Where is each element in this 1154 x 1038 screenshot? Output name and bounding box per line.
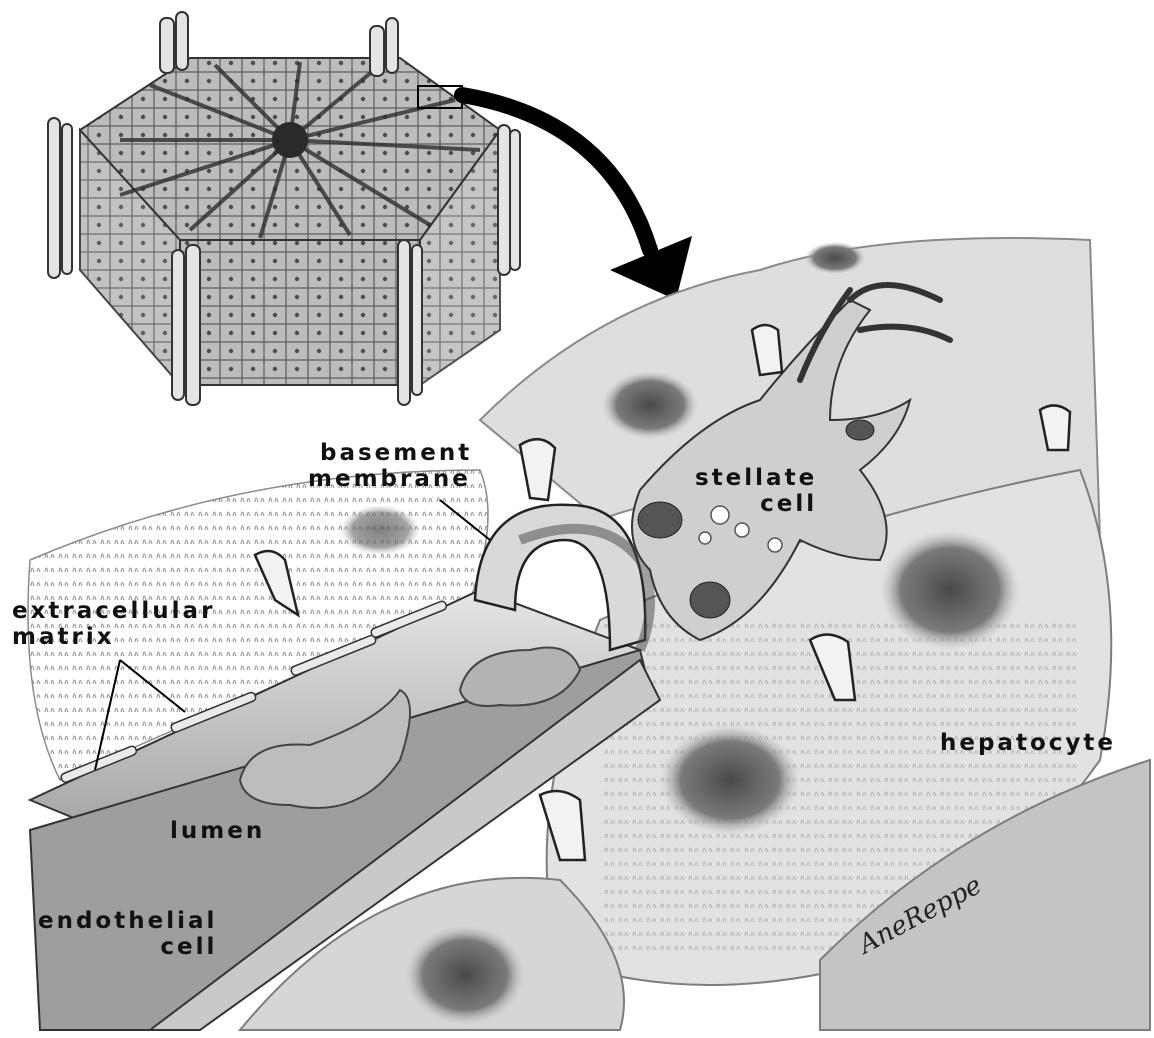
label-basement-line1: basement	[320, 440, 472, 466]
liver-lobule	[48, 12, 520, 405]
central-vein	[272, 122, 308, 158]
label-hepatocyte: hepatocyte	[940, 730, 1116, 756]
label-stellate-line1: stellate	[695, 465, 817, 491]
label-ecm-line1: extracellular	[12, 598, 215, 624]
label-stellate-cell: stellate cell	[695, 465, 817, 517]
label-lumen: lumen	[170, 818, 265, 844]
label-basement-membrane: basement membrane	[320, 440, 472, 492]
lobule-front-face	[180, 240, 420, 385]
label-endothelial-cell: endothelial cell	[38, 908, 217, 960]
label-extracellular-matrix: extracellular matrix	[12, 598, 215, 650]
label-basement-line2: membrane	[308, 466, 472, 492]
label-stellate-line2: cell	[695, 491, 817, 517]
label-endothelial-line2: cell	[38, 934, 217, 960]
label-endothelial-line1: endothelial	[38, 908, 217, 934]
label-lumen-text: lumen	[170, 818, 265, 844]
label-hepatocyte-text: hepatocyte	[940, 730, 1116, 756]
label-ecm-line2: matrix	[12, 624, 215, 650]
